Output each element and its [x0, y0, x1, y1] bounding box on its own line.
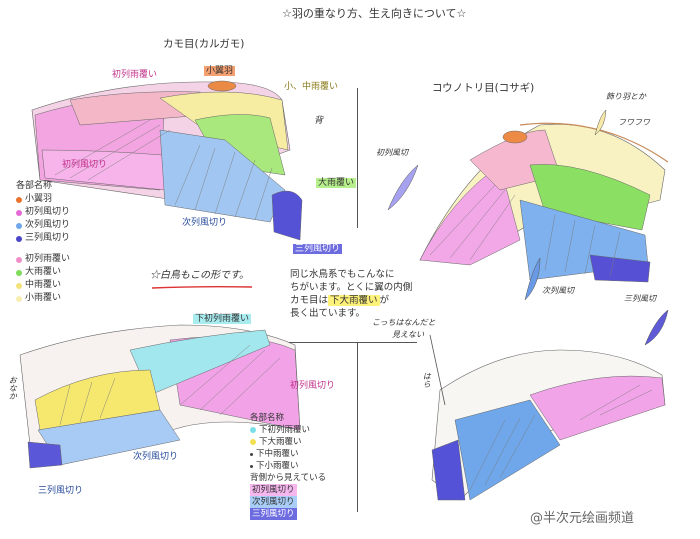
legend-top-label: 大雨覆い [25, 267, 62, 277]
legend-top-item: 小雨覆い [16, 292, 70, 305]
duck-upper-wing [31, 80, 303, 241]
legend-bottom-label: 次列風切り [250, 496, 297, 508]
duck-label-secondaries: 次列風切り [182, 218, 228, 228]
middle-note-line-4: 長く出ています。 [290, 308, 366, 319]
legend-top-item: 中雨覆い [16, 279, 70, 292]
arrow-line [429, 334, 446, 406]
watermark: @半次元绘画频道 [530, 511, 635, 526]
under-label-secondaries: 次列風切り [133, 452, 179, 462]
heron-section-title: コウノトリ目(コサギ) [432, 82, 535, 94]
duck-label-alula: 小翼羽 [204, 66, 236, 77]
swatch-primary-coverts [16, 256, 22, 263]
legend-top-label: 三列風切り [25, 233, 71, 243]
duck-label-tertials: 三列風切り [293, 244, 343, 255]
middle-note-line-2: ちがいます。とくに翼の内側 [290, 282, 413, 293]
vertical-divider-top [357, 88, 358, 228]
middle-note-text: が [379, 295, 390, 306]
swatch-alula [16, 196, 22, 203]
duck-under-wing [19, 324, 301, 469]
legend-bottom: 各部名称 下初列雨覆い 下大雨覆い 下中雨覆い 下小雨覆い 背側から見えている … [250, 412, 326, 520]
duck-label-back: 背 [314, 116, 324, 126]
legend-top-label: 次列風切り [25, 220, 71, 230]
heron-label-belly: はら [422, 372, 432, 388]
legend-top-item: 初列風切り [16, 206, 70, 219]
heron-label-tertials: 三列風切 [624, 294, 656, 303]
heron-label-primaries: 初列風切 [376, 148, 408, 157]
legend-bottom-item: 次列風切り [250, 496, 326, 508]
middle-note-line-3: カモ目は下大雨覆いが [290, 294, 412, 307]
middle-note-line-1: 同じ水鳥系でもこんなに [290, 269, 395, 280]
legend-bottom-label: 下中雨覆い [256, 449, 299, 459]
horizontal-divider [287, 342, 417, 343]
legend-top-label: 中雨覆い [25, 280, 62, 290]
swatch-secondaries [16, 222, 22, 229]
swatch-under-small-coverts [250, 464, 253, 468]
legend-top-label: 初列風切り [25, 207, 71, 217]
legend-bottom-title: 各部名称 [250, 413, 285, 423]
under-label-belly: おなか [8, 376, 18, 400]
duck-label-primaries: 初列風切り [62, 160, 108, 170]
swatch-primaries [16, 209, 22, 216]
duck-label-small-middle-coverts: 小、中雨覆い [284, 82, 339, 92]
legend-top-label: 小翼羽 [25, 194, 53, 204]
middle-note-highlight: 下大雨覆い [328, 295, 380, 306]
legend-top-label: 小雨覆い [25, 293, 62, 303]
heron-upper-wing [419, 122, 669, 283]
under-label-primary-coverts: 下初列雨覆い [193, 314, 252, 325]
swan-note-underline [151, 285, 253, 289]
legend-top: 各部名称 小翼羽 初列風切り 次列風切り 三列風切り 初列雨覆い 大雨覆い 中雨… [16, 180, 70, 305]
legend-bottom-label: 下大雨覆い [259, 437, 302, 447]
under-label-tertials: 三列風切り [38, 486, 84, 496]
duck-label-greater-coverts: 大雨覆い [316, 178, 357, 189]
legend-bottom-item: 下初列雨覆い [250, 424, 326, 436]
legend-top-item: 初列雨覆い [16, 253, 70, 266]
legend-bottom-label: 初列風切り [250, 484, 297, 496]
under-label-primaries: 初列風切り [290, 381, 336, 391]
swatch-under-middle-coverts [250, 452, 253, 456]
legend-top-item: 小翼羽 [16, 193, 70, 206]
legend-bottom-label: 三列風切り [250, 508, 297, 520]
page-title: ☆羽の重なり方、生え向きについて☆ [282, 7, 467, 20]
legend-bottom-item: 初列風切り [250, 484, 326, 496]
heron-label-hidden-note-2: 見えない [392, 330, 424, 339]
heron-label-secondaries: 次列風切 [542, 286, 574, 295]
legend-bottom-item: 下大雨覆い [250, 436, 326, 448]
vertical-divider-bottom [357, 342, 358, 512]
legend-bottom-label: 下初列雨覆い [259, 425, 311, 435]
swatch-small-coverts [16, 295, 22, 302]
legend-bottom-item: 下中雨覆い [250, 448, 326, 460]
swatch-greater-coverts [16, 269, 22, 276]
legend-bottom-item: 下小雨覆い [250, 460, 326, 472]
swatch-under-greater-coverts [250, 439, 256, 445]
swatch-middle-coverts [16, 282, 22, 289]
swan-note: ☆白鳥もこの形です。 [150, 270, 249, 281]
middle-note-text: カモ目は [290, 295, 329, 306]
legend-bottom-subtitle: 背側から見えている [250, 473, 327, 483]
heron-label-long-feathers: 飾り羽とか [606, 92, 646, 101]
swatch-under-primary-coverts [250, 427, 256, 433]
heron-label-hidden-note-1: こっちはなんだと [372, 318, 436, 327]
legend-top-item: 大雨覆い [16, 266, 70, 279]
swatch-tertials [16, 235, 22, 242]
legend-top-title: 各部名称 [16, 181, 53, 191]
heron-label-fluffy: フワフワ [618, 118, 650, 127]
legend-bottom-item: 三列風切り [250, 508, 326, 520]
loose-feathers [387, 109, 669, 346]
legend-top-item: 三列風切り [16, 232, 70, 245]
legend-top-item: 次列風切り [16, 219, 70, 232]
legend-top-label: 初列雨覆い [25, 254, 71, 264]
duck-section-title: カモ目(カルガモ) [163, 38, 245, 50]
duck-label-primary-coverts: 初列雨覆い [112, 70, 158, 80]
middle-note: 同じ水鳥系でもこんなに ちがいます。とくに翼の内側 カモ目は下大雨覆いが 長く出… [290, 268, 412, 320]
legend-bottom-label: 下小雨覆い [256, 461, 299, 471]
heron-under-wing [431, 349, 666, 501]
